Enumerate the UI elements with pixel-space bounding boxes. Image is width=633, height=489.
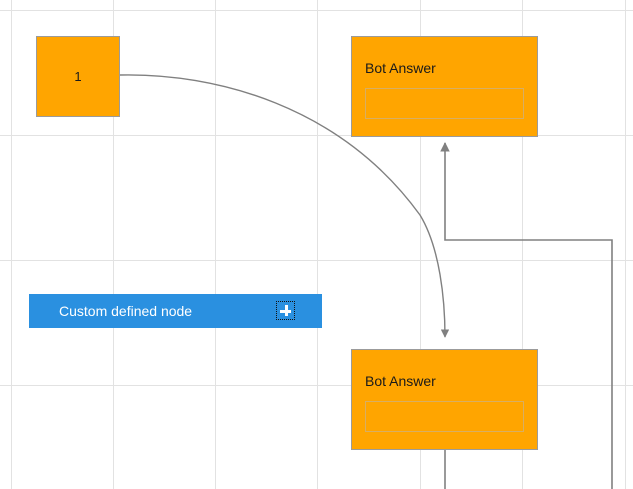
node-bot-answer-bottom-title: Bot Answer <box>365 373 436 389</box>
node-bot-answer-bottom[interactable]: Bot Answer <box>351 349 538 450</box>
custom-defined-node-label: Custom defined node <box>59 303 193 319</box>
edge-start-to-bot-answer-bottom[interactable] <box>119 74 450 338</box>
plus-icon[interactable] <box>276 301 295 320</box>
custom-defined-node-bar[interactable]: Custom defined node <box>29 294 322 328</box>
plus-icon-vertical-bar <box>285 305 288 316</box>
node-bot-answer-bottom-slot[interactable] <box>365 401 524 432</box>
edge-bot-answer-bottom-to-top[interactable] <box>440 142 613 489</box>
node-start-label: 1 <box>74 69 82 84</box>
node-start[interactable]: 1 <box>36 36 120 117</box>
node-bot-answer-top-title: Bot Answer <box>365 60 436 76</box>
node-bot-answer-top-slot[interactable] <box>365 88 524 119</box>
node-bot-answer-top[interactable]: Bot Answer <box>351 36 538 137</box>
